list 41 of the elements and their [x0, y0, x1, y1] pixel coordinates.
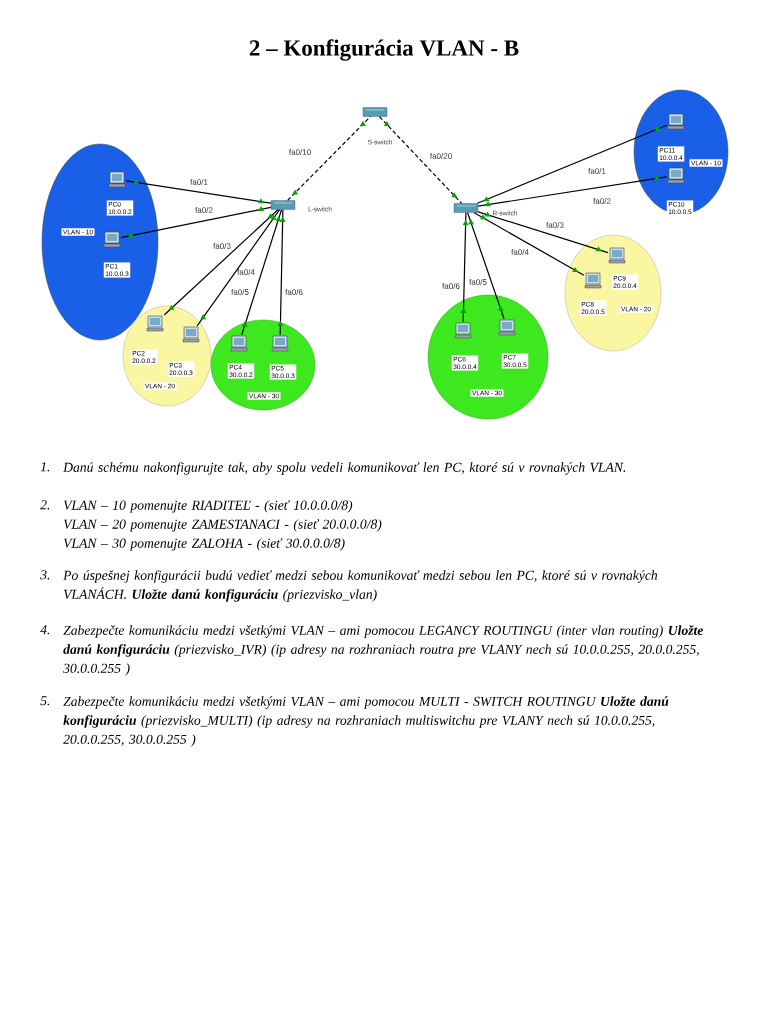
list-number: 1. — [40, 462, 50, 472]
port-label: fa0/3 — [546, 222, 564, 228]
network-link — [196, 209, 281, 327]
instruction-text: VLAN – 10 pomenujte RIADITEĽ - (sieť 10.0.0.0/8) — [63, 500, 353, 513]
network-link — [125, 179, 272, 204]
port-label: fa0/10 — [289, 149, 311, 155]
instruction-text: Zabezpečte komunikáciu medzi všetkými VLAN – ami pomocou LEGANCY ROUTINGU (inter vlan routing) Uložte danú konfiguráciu (priezvisko_IVR) (ip adresy na rozhraniach routra pre VLANY nech sú 10.0.0.255, 20.0.0.255, 30.0.0.255 ) — [63, 625, 704, 676]
instruction-text: Zabezpečte komunikáciu medzi všetkými VLAN – ami pomocou MULTI - SWITCH ROUTINGU Uložte danú konfiguráciu (priezvisko_MULTI) (ip adresy na rozhraniach multiswitchu pre VLANY nech sú 10.0.0.255, 20.0.0.255, 30.0.0.255 ) — [63, 696, 669, 747]
instruction-text: Danú schému nakonfigurujte tak, aby spolu vedeli komunikovať len PC, ktoré sú v rovnakých VLAN. — [63, 462, 626, 475]
network-link — [467, 212, 505, 320]
port-label: fa0/6 — [285, 289, 303, 295]
network-link — [476, 124, 668, 204]
network-link — [477, 175, 668, 207]
instruction-text: VLAN – 30 pomenujte ZALOHA - (sieť 30.0.0.0/8) — [63, 538, 345, 551]
network-link — [120, 206, 272, 239]
port-label: fa0/5 — [469, 279, 487, 285]
list-number: 3. — [40, 570, 50, 580]
list-number: 4. — [40, 625, 50, 635]
port-label: fa0/2 — [195, 207, 213, 213]
port-label: fa0/4 — [511, 249, 529, 255]
port-label: fa0/20 — [430, 153, 452, 159]
network-link — [460, 212, 469, 323]
list-number: 5. — [40, 696, 50, 706]
port-label: fa0/4 — [237, 269, 255, 275]
list-number: 2. — [40, 500, 50, 510]
port-label: fa0/1 — [190, 179, 208, 185]
network-link — [287, 116, 371, 201]
network-link — [163, 209, 279, 316]
network-link — [378, 116, 463, 204]
instruction-text: Po úspešnej konfigurácii budú vedieť medzi sebou komunikovať medzi sebou len PC, ktoré sú v rovnakých VLANÁCH. Uložte danú konfiguráciu (priezvisko_vlan) — [63, 570, 658, 602]
port-label: fa0/6 — [442, 283, 460, 289]
instruction-text: VLAN – 20 pomenujte ZAMESTANACI - (sieť 20.0.0.0/8) — [63, 519, 382, 532]
title: 2 – Konfigurácia VLAN - B — [249, 39, 519, 61]
port-label: fa0/3 — [213, 243, 231, 249]
port-label: fa0/5 — [231, 289, 249, 295]
port-label: fa0/2 — [593, 198, 611, 204]
network-link — [241, 209, 283, 336]
network-link — [277, 209, 286, 336]
network-link — [477, 211, 609, 254]
network-link — [473, 212, 585, 276]
port-label: fa0/1 — [588, 168, 606, 174]
